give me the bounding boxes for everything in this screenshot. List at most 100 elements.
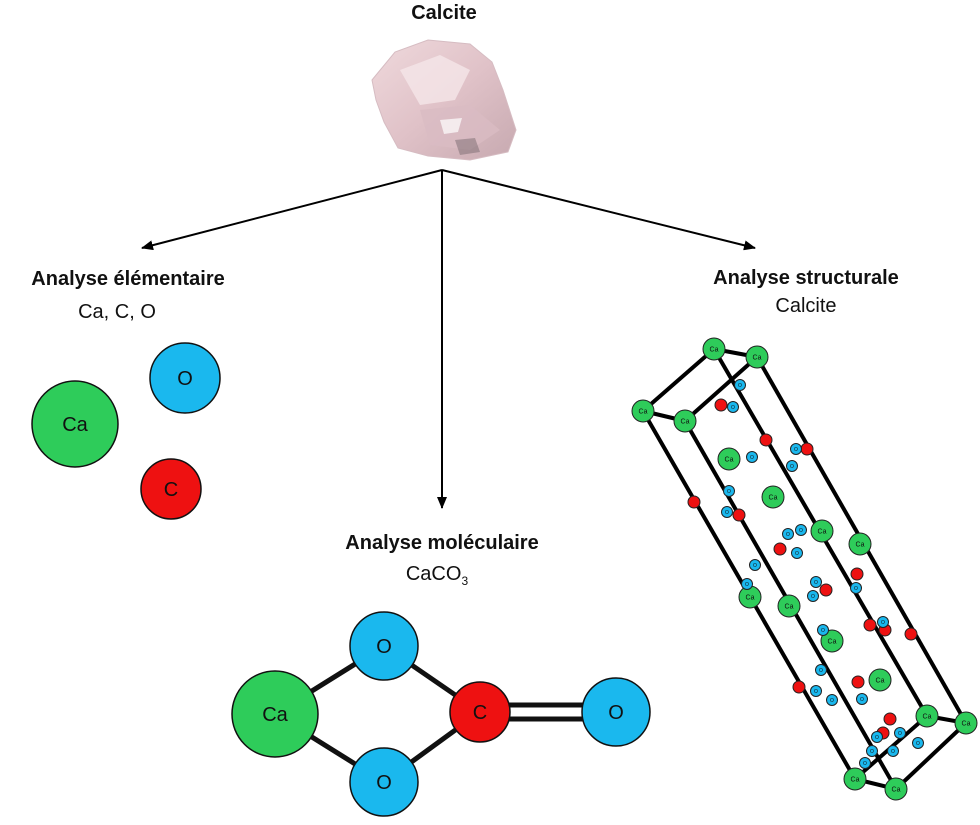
oxygen-site-label: O	[794, 447, 798, 453]
calcium-site	[810, 519, 834, 543]
molecular-heading: Analyse moléculaire	[345, 532, 538, 554]
oxygen-site	[790, 443, 802, 455]
carbon-site	[714, 398, 728, 412]
molecule-carbon-label: C	[473, 702, 487, 724]
oxygen-site-label: O	[790, 464, 794, 470]
carbon-site	[904, 627, 918, 641]
oxygen-site-label: O	[745, 582, 749, 588]
calcium-site	[884, 777, 908, 801]
elemental-heading: Analyse élémentaire	[31, 268, 224, 290]
carbon-site	[863, 618, 877, 632]
calcium-site-label: Ca	[818, 528, 827, 535]
molecular-formula: CaCO3	[406, 563, 469, 588]
molecule-oxygen-top	[349, 611, 419, 681]
oxygen-site-label: O	[738, 383, 742, 389]
oxygen-site	[887, 745, 899, 757]
oxygen-site-label: O	[786, 532, 790, 538]
oxygen-site	[877, 616, 889, 628]
oxygen-site	[871, 731, 883, 743]
oxygen-site	[721, 506, 733, 518]
oxygen-site-label: O	[753, 563, 757, 569]
oxygen-site	[810, 576, 822, 588]
oxygen-site-label: O	[898, 731, 902, 737]
structural-analysis: Analyse structurale Calcite CaCaCaCaCaCa…	[631, 267, 978, 801]
carbon-site	[851, 675, 865, 689]
molecular-analysis: Analyse moléculaire CaCO3 Ca O O C O	[231, 532, 651, 817]
arrow-to-elemental	[141, 169, 443, 251]
oxygen-site	[741, 578, 753, 590]
molecule-calcium-atom	[231, 670, 319, 758]
oxygen-site	[866, 745, 878, 757]
carbon-site	[850, 567, 864, 581]
oxygen-site-label: O	[854, 586, 858, 592]
elemental-analysis: Analyse élémentaire Ca, C, O Ca O C	[31, 268, 225, 520]
arrow-to-structural	[441, 169, 756, 251]
oxygen-site-label: O	[727, 489, 731, 495]
carbon-atom-label: C	[164, 479, 178, 501]
calcium-site	[915, 704, 939, 728]
molecule-carbon-atom	[449, 681, 511, 743]
oxygen-site	[856, 693, 868, 705]
carbon-site	[773, 542, 787, 556]
oxygen-site-label: O	[875, 735, 879, 741]
carbon-site	[732, 508, 746, 522]
oxygen-atom-label: O	[177, 368, 193, 390]
carbon-site	[687, 495, 701, 509]
oxygen-site-label: O	[799, 528, 803, 534]
structural-subtitle: Calcite	[775, 295, 836, 317]
oxygen-site-label: O	[811, 594, 815, 600]
carbon-site	[759, 433, 773, 447]
oxygen-site-label: O	[870, 749, 874, 755]
carbon-atom	[140, 458, 202, 520]
calcium-site-label: Ca	[725, 456, 734, 463]
oxygen-site	[727, 401, 739, 413]
oxygen-site	[815, 664, 827, 676]
oxygen-site-label: O	[750, 455, 754, 461]
oxygen-site	[817, 624, 829, 636]
oxygen-site-label: O	[725, 510, 729, 516]
carbon-site	[883, 712, 897, 726]
molecule-oxygen-right	[581, 677, 651, 747]
oxygen-site	[782, 528, 794, 540]
oxygen-site	[894, 727, 906, 739]
oxygen-site-label: O	[821, 628, 825, 634]
oxygen-site	[826, 694, 838, 706]
calcium-site-label: Ca	[746, 594, 755, 601]
calcium-site	[631, 399, 655, 423]
unit-cell-edge	[894, 721, 968, 791]
calcium-site-label: Ca	[753, 354, 762, 361]
calcium-atom	[31, 380, 119, 468]
oxygen-site-label: O	[819, 668, 823, 674]
molecule-calcium-label: Ca	[262, 704, 288, 726]
calcium-site	[673, 409, 697, 433]
calcium-site-label: Ca	[851, 776, 860, 783]
calcium-site	[702, 337, 726, 361]
oxygen-site	[749, 559, 761, 571]
calcium-site	[777, 594, 801, 618]
oxygen-site-label: O	[881, 620, 885, 626]
oxygen-site-label: O	[891, 749, 895, 755]
calcium-site-label: Ca	[892, 786, 901, 793]
oxygen-site-label: O	[916, 741, 920, 747]
carbon-site	[792, 680, 806, 694]
calcium-site-label: Ca	[785, 603, 794, 610]
oxygen-site-label: O	[814, 689, 818, 695]
unit-cell-edge	[641, 347, 716, 413]
molecule-oxygen-bottom-label: O	[376, 772, 392, 794]
carbon-site	[800, 442, 814, 456]
calcium-site	[954, 711, 978, 735]
oxygen-site	[786, 460, 798, 472]
unit-cell-edge	[683, 355, 759, 423]
oxygen-site-label: O	[830, 698, 834, 704]
carbon-site	[819, 583, 833, 597]
formula-subscript: 3	[461, 574, 468, 588]
arrows	[141, 169, 756, 509]
calcium-site	[868, 668, 892, 692]
calcium-site	[848, 532, 872, 556]
oxygen-site	[746, 451, 758, 463]
calcium-site	[745, 345, 769, 369]
formula-main: CaCO	[406, 563, 462, 585]
calcium-site-label: Ca	[856, 541, 865, 548]
diagram-title: Calcite	[411, 2, 477, 24]
